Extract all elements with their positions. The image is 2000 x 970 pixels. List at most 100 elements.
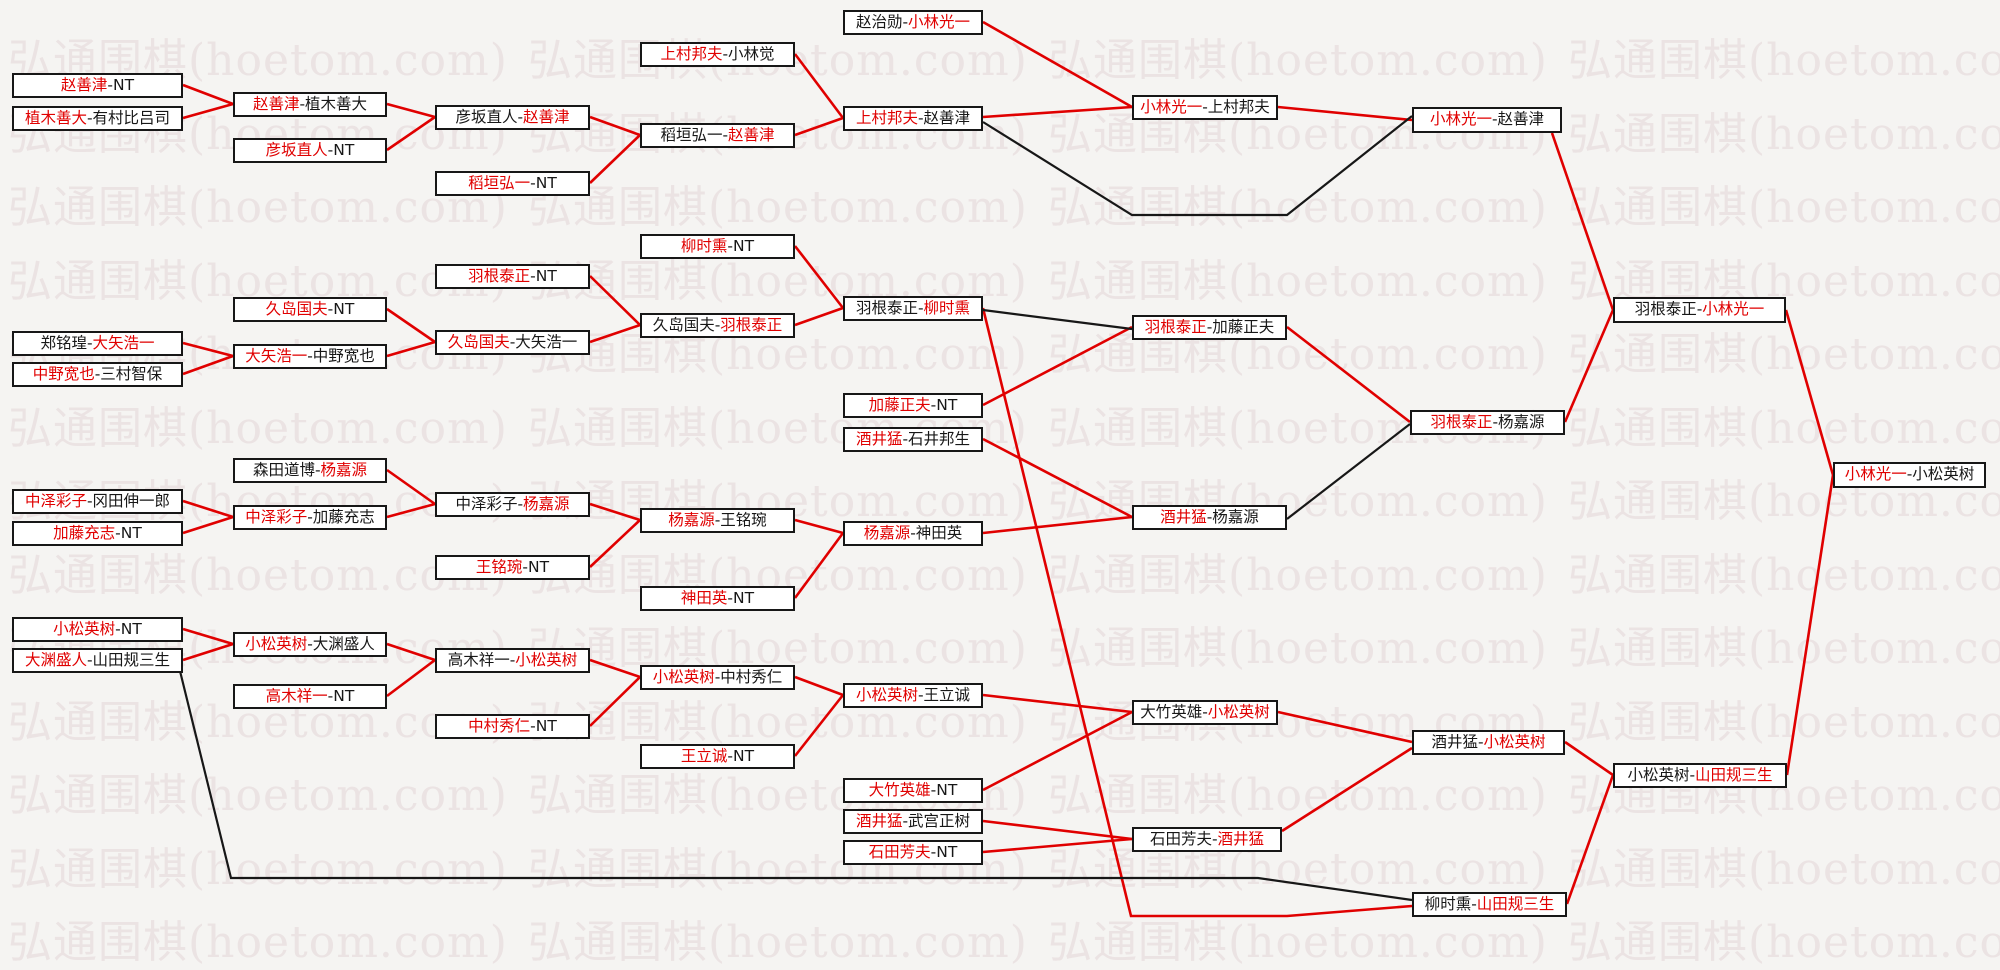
winner-name: 久岛国夫 bbox=[265, 299, 328, 318]
match-box: 酒井猛-武宫正树 bbox=[843, 809, 983, 834]
winner-name: 中泽彩子 bbox=[24, 491, 87, 510]
match-box: 郑铭瑝-大矢浩一 bbox=[12, 331, 183, 356]
loser-advance-line bbox=[178, 670, 1413, 902]
winner-advance-line bbox=[589, 519, 641, 568]
winner-name: 羽根泰正 bbox=[1144, 317, 1207, 336]
match-box: 高木祥一-NT bbox=[233, 684, 387, 709]
match-box: 小松英树-中村秀仁 bbox=[640, 665, 795, 690]
match-box: 羽根泰正-NT bbox=[435, 264, 590, 289]
match-box: 赵善津-植木善大 bbox=[233, 92, 387, 117]
winner-advance-line bbox=[1277, 105, 1413, 122]
loser-name: -NT bbox=[727, 236, 755, 255]
winner-name: 久岛国夫 bbox=[447, 332, 510, 351]
match-box: 杨嘉源-王铭琬 bbox=[640, 508, 795, 533]
match-box: 小松英树-大渊盛人 bbox=[233, 632, 387, 657]
match-box: 酒井猛-杨嘉源 bbox=[1132, 505, 1287, 530]
winner-name: 大矢浩一 bbox=[92, 333, 155, 352]
match-box: 中泽彩子-冈田伸一郎 bbox=[12, 489, 183, 514]
match-box: 大竹英雄-NT bbox=[843, 778, 983, 803]
match-box: 赵善津-NT bbox=[12, 73, 183, 98]
winner-advance-line bbox=[386, 307, 436, 344]
winner-advance-line bbox=[182, 642, 234, 662]
match-box: 上村邦夫-小林觉 bbox=[640, 42, 795, 67]
loser-name: -石井邦生 bbox=[902, 429, 971, 448]
match-box: 小林光一-赵善津 bbox=[1412, 107, 1562, 133]
loser-name: -赵善津 bbox=[1491, 110, 1545, 129]
winner-name: 小林光一 bbox=[1844, 465, 1907, 484]
winner-advance-line bbox=[1784, 309, 1835, 476]
watermark-text: 弘通围棋(hoetom.com) bbox=[1568, 182, 2000, 233]
winner-advance-line bbox=[182, 341, 234, 358]
match-box: 大竹英雄-小松英树 bbox=[1132, 700, 1278, 725]
winner-advance-line bbox=[1550, 132, 1615, 311]
loser-name: 中泽彩子- bbox=[455, 494, 524, 513]
loser-name: -NT bbox=[530, 716, 557, 735]
match-box: 中泽彩子-加藤充志 bbox=[233, 505, 387, 530]
watermark-text: 弘通围棋(hoetom.com) bbox=[1048, 770, 1548, 821]
winner-name: 植木善大 bbox=[24, 108, 87, 127]
match-box: 酒井猛-小松英树 bbox=[1412, 730, 1565, 755]
winner-advance-line bbox=[982, 819, 1133, 841]
watermark-text: 弘通围棋(hoetom.com) bbox=[1048, 843, 1548, 895]
winner-advance-line bbox=[1281, 746, 1413, 833]
loser-name: 久岛国夫- bbox=[652, 315, 721, 334]
winner-name: 杨嘉源 bbox=[320, 460, 368, 479]
loser-name: -大渊盛人 bbox=[307, 634, 375, 653]
watermark-text: 弘通围棋(hoetom.com) bbox=[8, 402, 508, 454]
winner-name: 杨嘉源 bbox=[863, 523, 911, 542]
loser-name: -NT bbox=[522, 557, 550, 576]
loser-name: -有村比吕司 bbox=[86, 108, 171, 127]
winner-name: 赵善津 bbox=[252, 94, 300, 113]
match-box: 彦坂直人-赵善津 bbox=[435, 105, 590, 130]
watermark-text: 弘通围棋(hoetom.com) bbox=[1048, 476, 1548, 527]
winner-advance-line bbox=[182, 354, 234, 376]
loser-name: -大矢浩一 bbox=[509, 332, 578, 351]
match-box: 上村邦夫-赵善津 bbox=[843, 106, 983, 131]
winner-name: 中村秀仁 bbox=[468, 716, 531, 735]
match-box: 中村秀仁-NT bbox=[435, 714, 590, 739]
match-box: 久岛国夫-NT bbox=[233, 297, 387, 322]
winner-advance-line bbox=[793, 694, 845, 757]
winner-advance-line bbox=[182, 627, 234, 646]
winner-name: 王铭琬 bbox=[475, 557, 523, 576]
loser-name: -植木善大 bbox=[299, 94, 368, 113]
loser-name: 石田芳夫- bbox=[1149, 829, 1218, 848]
match-box: 小松英树-王立诚 bbox=[843, 683, 983, 708]
match-box: 小松英树-NT bbox=[12, 617, 183, 642]
loser-name: -NT bbox=[115, 619, 142, 638]
winner-advance-line bbox=[386, 658, 436, 698]
loser-name: -NT bbox=[930, 842, 958, 861]
loser-name: 郑铭瑝- bbox=[40, 333, 93, 352]
winner-advance-line bbox=[589, 323, 641, 344]
winner-advance-line bbox=[182, 102, 234, 120]
loser-name: 大竹英雄- bbox=[1140, 702, 1208, 721]
winner-name: 小林光一 bbox=[1429, 110, 1492, 129]
watermark-text: 弘通围棋(hoetom.com) bbox=[8, 549, 508, 601]
loser-name: -NT bbox=[930, 780, 958, 799]
winner-advance-line bbox=[1564, 740, 1614, 777]
winner-advance-line bbox=[386, 115, 436, 152]
winner-advance-line bbox=[589, 115, 641, 137]
winner-name: 杨嘉源 bbox=[668, 510, 715, 529]
winner-name: 高木祥一 bbox=[265, 686, 328, 705]
loser-name: 小松英树- bbox=[1627, 765, 1696, 784]
winner-advance-line bbox=[982, 837, 1133, 854]
winner-advance-line bbox=[589, 502, 641, 522]
winner-advance-line bbox=[982, 325, 1133, 407]
match-box: 久岛国夫-羽根泰正 bbox=[640, 313, 795, 338]
match-box: 羽根泰正-加藤正夫 bbox=[1132, 315, 1287, 340]
winner-advance-line bbox=[386, 468, 436, 506]
loser-name: 森田道博- bbox=[252, 460, 321, 479]
loser-name: -冈田伸一郎 bbox=[86, 491, 171, 510]
watermark-text: 弘通围棋(hoetom.com) bbox=[8, 843, 508, 895]
winner-name: 小松英树 bbox=[515, 650, 578, 669]
winner-advance-line bbox=[1277, 710, 1413, 744]
match-box: 羽根泰正-柳时熏 bbox=[843, 296, 983, 321]
loser-name: -三村智保 bbox=[94, 364, 163, 383]
winner-name: 加藤正夫 bbox=[868, 395, 931, 414]
winner-advance-line bbox=[386, 340, 436, 358]
loser-name: -王铭琬 bbox=[714, 510, 767, 529]
watermark-text: 弘通围棋(hoetom.com) bbox=[1048, 549, 1548, 601]
winner-name: 中泽彩子 bbox=[245, 507, 308, 526]
loser-name: 酒井猛- bbox=[1431, 732, 1484, 751]
